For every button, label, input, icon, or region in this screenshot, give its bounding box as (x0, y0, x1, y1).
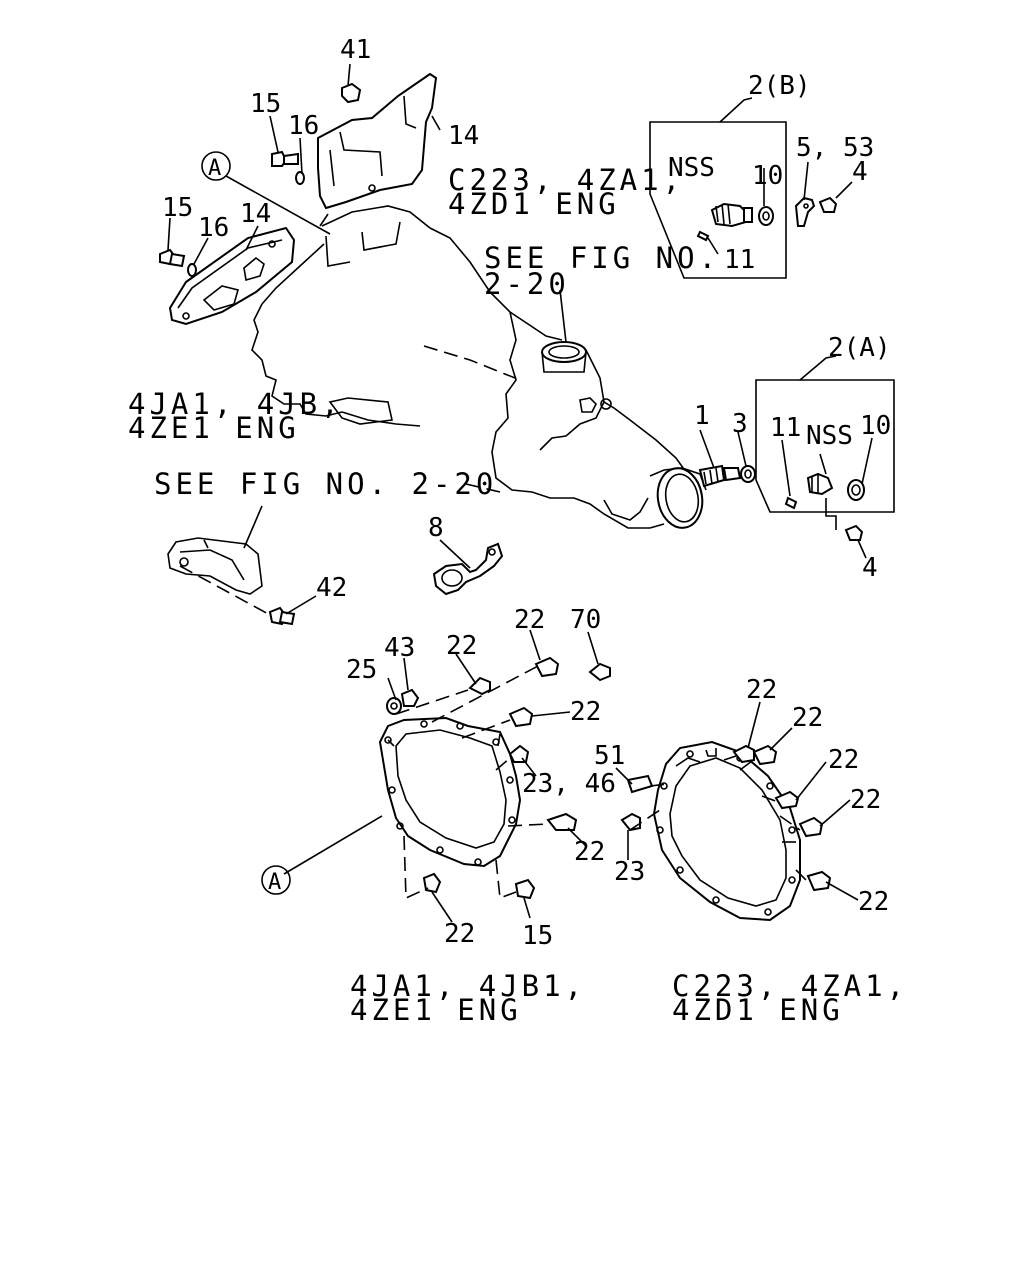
transmission-case (251, 205, 707, 529)
caption-4ze1-left: 4ZE1 ENG (128, 411, 300, 445)
label-14: 14 (240, 199, 271, 229)
washer-16-left (187, 263, 197, 277)
label-2a: 2(A) (828, 333, 891, 363)
bolt-15-left (159, 248, 186, 268)
label-1: 1 (694, 401, 710, 431)
bolt-4-upper (818, 196, 838, 213)
label-23-46: 23, 46 (522, 769, 616, 799)
label-41: 41 (340, 35, 371, 65)
caption-see-fig-left: SEE FIG NO. 2-20 (154, 467, 497, 501)
label-22: 22 (792, 703, 823, 733)
leader-lines (167, 63, 873, 923)
caption-c223-top: C223, 4ZA1, (448, 163, 684, 197)
label-22: 22 (444, 919, 475, 949)
label-10: 10 (752, 161, 783, 191)
label-nss: NSS (668, 153, 715, 183)
label-15: 15 (250, 89, 281, 119)
heat-shield-upper (317, 72, 438, 210)
label-a: A (268, 870, 281, 895)
label-43: 43 (384, 633, 415, 663)
caption-4ze1-bottom: 4ZE1 ENG (350, 993, 522, 1027)
caption-4zd1-bottom: 4ZD1 ENG (672, 993, 844, 1027)
bolt-42 (268, 606, 296, 626)
speedometer-gear-1 (698, 464, 742, 488)
label-22: 22 (574, 837, 605, 867)
label-22: 22 (858, 887, 889, 917)
label-11: 11 (770, 413, 801, 443)
caption-4ja1-bottom: 4JA1, 4JB1, (350, 969, 586, 1003)
box-2b (649, 97, 787, 279)
caption-see-fig-top: SEE FIG NO. (484, 241, 720, 275)
label-25: 25 (346, 655, 377, 685)
bolt-23 (620, 812, 641, 832)
label-2b: 2(B) (748, 71, 811, 101)
label-22: 22 (828, 745, 859, 775)
box-2a (755, 355, 895, 530)
label-15: 15 (522, 921, 553, 951)
caption-4ja1-left: 4JA1, 4JB, (128, 387, 343, 421)
nut-41 (341, 82, 362, 104)
label-nss: NSS (806, 421, 853, 451)
caption-c223-bottom: C223, 4ZA1, (672, 969, 908, 1003)
bracket-8 (432, 542, 504, 596)
label-22: 22 (514, 605, 545, 635)
label-3: 3 (732, 409, 748, 439)
label-15: 15 (162, 193, 193, 223)
label-23: 23 (614, 857, 645, 887)
mount-bracket (167, 537, 263, 595)
label-70: 70 (570, 605, 601, 635)
label-14: 14 (448, 121, 479, 151)
label-51: 51 (594, 741, 625, 771)
label-22: 22 (746, 675, 777, 705)
label-42: 42 (316, 573, 347, 603)
label-16: 16 (198, 213, 229, 243)
bolt-4-lower (844, 524, 864, 541)
washer-25 (386, 697, 402, 715)
callout-circle-a-bottom (261, 865, 291, 895)
bell-housing-left (378, 716, 522, 868)
label-a: A (208, 156, 221, 181)
nut-43 (400, 688, 420, 707)
bolts-22-left-cluster (422, 656, 578, 900)
label-4: 4 (852, 157, 868, 187)
label-5-53: 5, 53 (796, 133, 874, 163)
label-11: 11 (724, 245, 755, 275)
bracket-5-53 (794, 196, 816, 227)
captions: C223, 4ZA1, 4ZD1 ENG SEE FIG NO. 2-20 4J… (128, 163, 908, 1027)
bell-housing-right (652, 740, 801, 922)
bolt-70 (588, 662, 611, 682)
label-22: 22 (850, 785, 881, 815)
callout-circle-a-top (201, 151, 231, 181)
label-8: 8 (428, 513, 444, 543)
oring-3 (740, 465, 756, 483)
label-16: 16 (288, 111, 319, 141)
caption-see-fig-top-2: 2-20 (484, 267, 570, 301)
part-labels: 41 15 16 14 15 16 14 A A 2(B) NSS 10 11 … (162, 35, 891, 951)
washer-16-upper (295, 171, 305, 185)
label-22: 22 (446, 631, 477, 661)
label-10: 10 (860, 411, 891, 441)
caption-c223-top-2: 4ZD1 ENG (448, 187, 620, 221)
label-4: 4 (862, 553, 878, 583)
bolt-15-upper (271, 150, 299, 167)
label-22: 22 (570, 697, 601, 727)
heat-shield-left (168, 226, 296, 326)
